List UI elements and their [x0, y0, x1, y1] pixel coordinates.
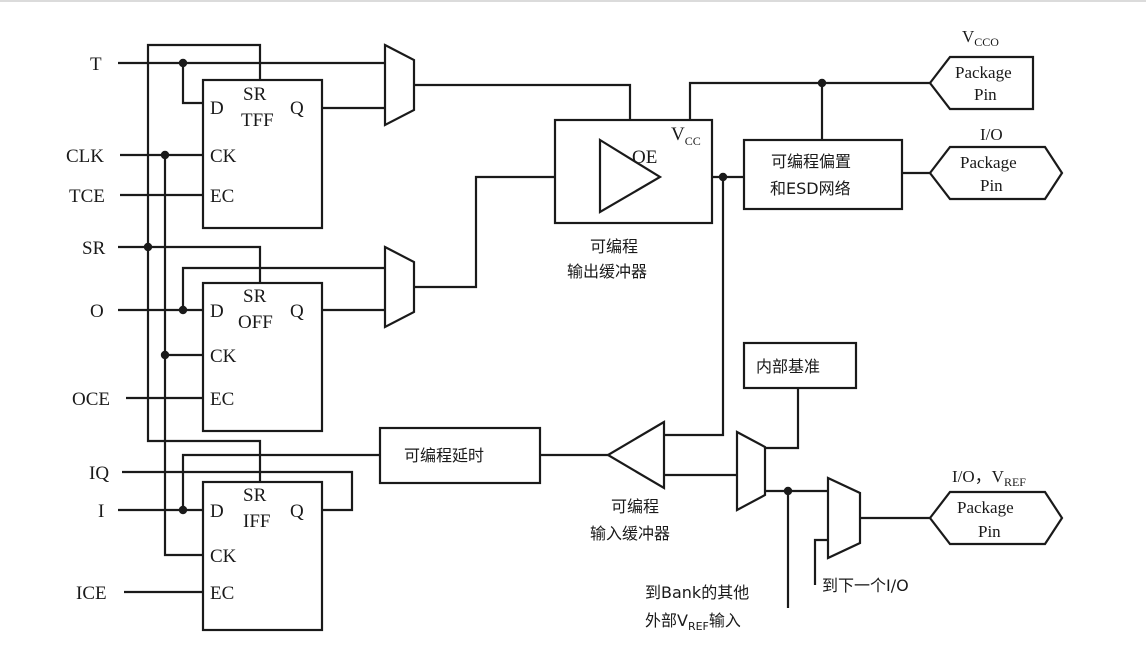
signal-oce: OCE: [72, 389, 110, 410]
off-block: SR OFF D Q CK EC: [201, 281, 324, 433]
signal-t: T: [90, 54, 102, 75]
signal-labels: T CLK TCE SR O OCE IQ I ICE: [66, 54, 110, 604]
io-vref-pin-pin: Pin: [978, 522, 1001, 541]
tff-box: [201, 78, 324, 230]
io-vref-pin: I/O，VREF Package Pin: [928, 467, 1064, 546]
signal-iq: IQ: [89, 463, 109, 484]
io-pin-package: Package: [960, 153, 1017, 172]
wire-sr-to-iff: [146, 247, 262, 482]
iff-box: [201, 480, 324, 632]
output-buffer-oe-label: OE: [632, 147, 657, 168]
mux-t: [383, 43, 416, 127]
wires: [118, 43, 930, 608]
programmable-delay-box: [378, 426, 542, 485]
vcco-pin-shape: [928, 55, 1035, 111]
junction-t: [178, 58, 188, 68]
programmable-delay-label: 可编程延时: [404, 446, 484, 465]
junction-o: [178, 305, 188, 315]
tff-sr-label: SR: [243, 84, 267, 105]
off-name: OFF: [238, 312, 273, 333]
signal-clk: CLK: [66, 146, 104, 167]
esd-network-box: [742, 138, 904, 211]
iff-ck-label: CK: [210, 546, 237, 567]
bank-vref-note-1: 到Bank的其他: [645, 583, 749, 602]
wire-intref: [765, 388, 800, 450]
tff-ck-label: CK: [210, 146, 237, 167]
wire-mux2-buffer: [414, 175, 600, 289]
junctions: [143, 58, 827, 515]
wire-vcco: [688, 81, 930, 120]
wire-iq: [122, 470, 354, 512]
vcco-pin-label: VCCO: [962, 27, 999, 49]
mux-io-select: [826, 476, 862, 560]
signal-ice: ICE: [76, 583, 107, 604]
io-pin: I/O Package Pin: [928, 125, 1064, 201]
bank-vref-note-2: 外部VREF输入: [645, 611, 741, 633]
junction-clk: [160, 150, 170, 160]
junction-vref: [783, 486, 793, 496]
junction-i: [178, 505, 188, 515]
tff-name: TFF: [241, 110, 274, 131]
iff-ec-label: EC: [210, 583, 234, 604]
io-pin-shape: [928, 145, 1064, 201]
iff-block: SR IFF D Q CK EC: [201, 480, 324, 632]
io-pin-pin: Pin: [980, 176, 1003, 195]
wire-pad-to-inbuf: [664, 177, 725, 437]
off-ec-label: EC: [210, 389, 234, 410]
output-buffer-triangle: [598, 138, 663, 214]
esd-label-2: 和ESD网络: [770, 179, 851, 198]
wire-sr-to-tff: [146, 43, 262, 247]
input-buffer-triangle: [605, 420, 666, 490]
off-d-label: D: [210, 301, 224, 322]
io-vref-pin-label: I/O，VREF: [952, 467, 1026, 489]
output-buffer-label-2: 输出缓冲器: [567, 262, 647, 281]
junction-clk-off: [160, 350, 170, 360]
tff-q-label: Q: [290, 98, 304, 119]
junction-sr: [143, 242, 153, 252]
internal-reference-box: [742, 341, 858, 390]
output-buffer-label-1: 可编程: [590, 237, 638, 256]
mux-o: [383, 245, 416, 329]
signal-o: O: [90, 301, 104, 322]
off-q-label: Q: [290, 301, 304, 322]
off-sr-label: SR: [243, 286, 267, 307]
wire-clk-bus: [163, 155, 203, 557]
tff-block: SR TFF D Q CK EC: [201, 78, 324, 230]
output-buffer-vcc-label: VCC: [671, 124, 701, 148]
vcco-pin-pin: Pin: [974, 85, 997, 104]
wire-sr: [118, 245, 262, 283]
vcco-pin-package: Package: [955, 63, 1012, 82]
vcco-pin: VCCO Package Pin: [928, 27, 1035, 111]
internal-reference-label: 内部基准: [756, 357, 820, 376]
esd-label-1: 可编程偏置: [771, 152, 851, 171]
junction-pad: [718, 172, 728, 182]
output-buffer-box: [553, 118, 714, 225]
io-pin-label: I/O: [980, 125, 1003, 144]
input-buffer-label-2: 输入缓冲器: [590, 524, 670, 543]
mux-input-select: [735, 430, 767, 512]
wire-t-to-tff-d: [181, 63, 203, 105]
signal-sr: SR: [82, 238, 106, 259]
signal-tce: TCE: [69, 186, 105, 207]
io-vref-pin-package: Package: [957, 498, 1014, 517]
wire-i-to-delay: [181, 453, 380, 510]
next-io-note: 到下一个I/O: [822, 576, 909, 595]
iff-sr-label: SR: [243, 485, 267, 506]
signal-i: I: [98, 501, 104, 522]
iff-d-label: D: [210, 501, 224, 522]
off-ck-label: CK: [210, 346, 237, 367]
io-vref-pin-shape: [928, 490, 1064, 546]
iff-q-label: Q: [290, 501, 304, 522]
input-buffer-label-1: 可编程: [611, 497, 659, 516]
wire-next-io: [813, 538, 828, 585]
iff-name: IFF: [243, 511, 270, 532]
junction-vcco: [817, 78, 827, 88]
tff-ec-label: EC: [210, 186, 234, 207]
off-box: [201, 281, 324, 433]
tff-d-label: D: [210, 98, 224, 119]
wire-o-to-mux: [181, 266, 385, 310]
